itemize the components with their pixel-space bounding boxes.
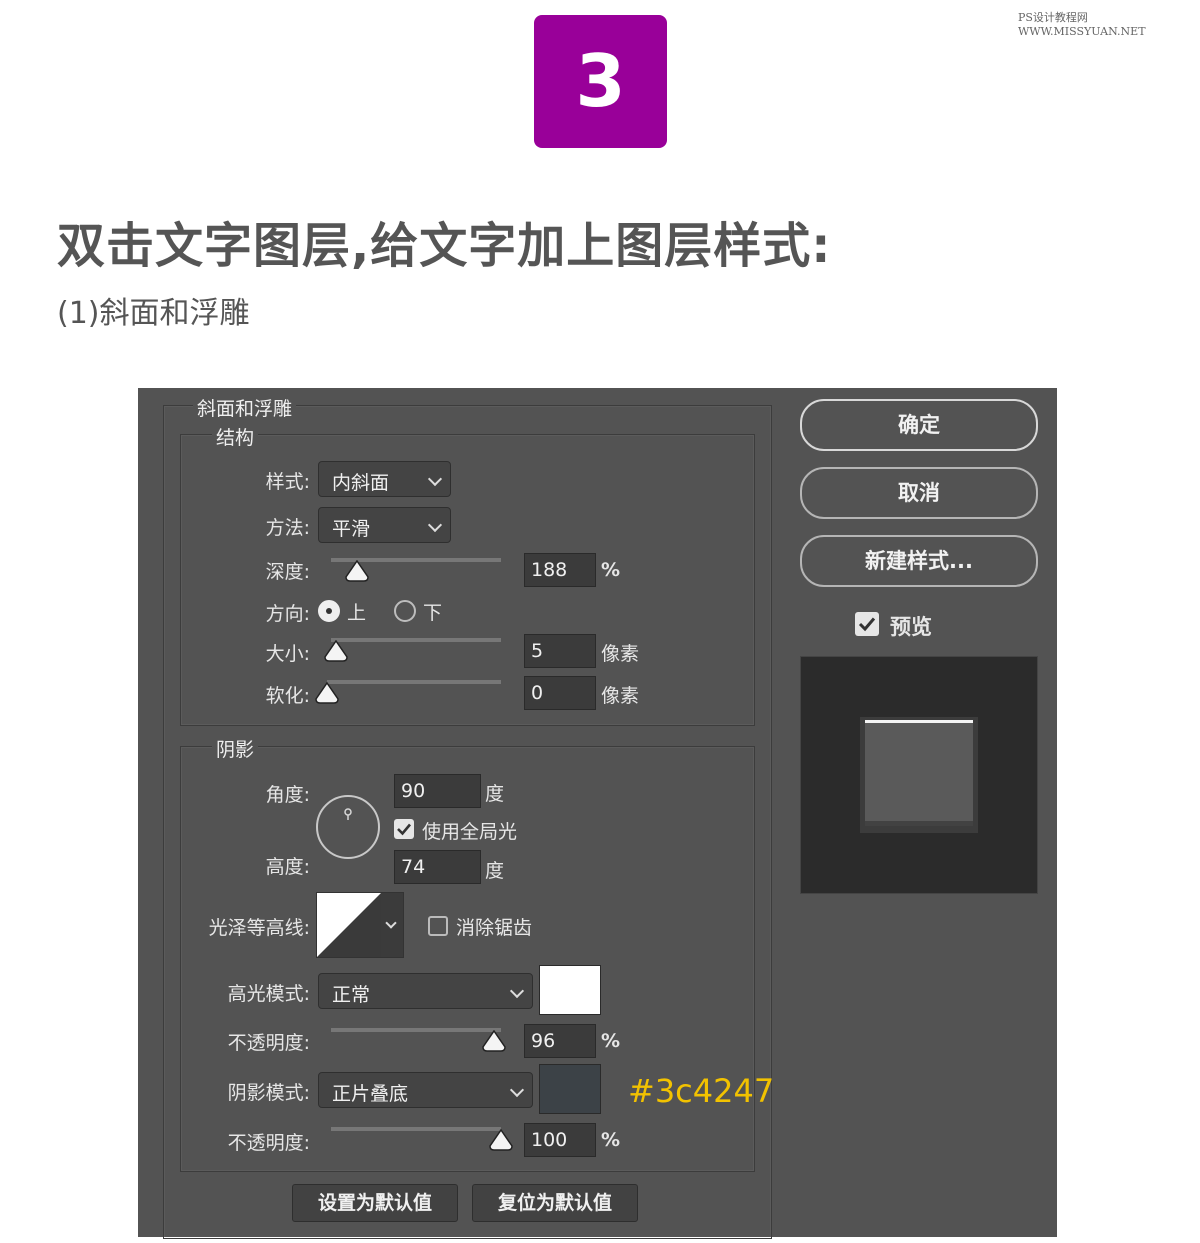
slider-thumb-icon [489, 1129, 513, 1151]
slider-thumb-icon [315, 682, 339, 704]
chevron-down-icon [427, 517, 443, 533]
slider-thumb-icon [344, 560, 369, 582]
angle-value: 90 [401, 780, 426, 802]
shadow-mode-value: 正片叠底 [332, 1083, 409, 1105]
direction-down-radio[interactable] [394, 600, 416, 622]
preview-checkbox[interactable] [855, 612, 879, 636]
highlight-opacity-input[interactable]: 96 [524, 1024, 596, 1058]
checkmark-icon [397, 823, 411, 836]
style-value: 内斜面 [332, 472, 390, 494]
shadow-opacity-label: 不透明度: [227, 1132, 310, 1154]
highlight-opacity-label: 不透明度: [227, 1032, 310, 1054]
contour-preview-icon [317, 893, 381, 957]
direction-up-label[interactable]: 上 [347, 602, 367, 624]
shadow-color-swatch[interactable] [539, 1064, 601, 1114]
shadow-mode-label: 阴影模式: [227, 1082, 310, 1104]
size-label: 大小: [265, 643, 310, 665]
soften-slider-track[interactable] [327, 680, 501, 684]
global-light-checkbox[interactable] [394, 819, 414, 839]
direction-down-label[interactable]: 下 [423, 602, 443, 624]
size-input[interactable]: 5 [524, 634, 596, 668]
chevron-down-icon [509, 1082, 525, 1098]
page-title: 双击文字图层,给文字加上图层样式: [57, 218, 832, 274]
slider-thumb-icon [482, 1030, 506, 1052]
global-light-label[interactable]: 使用全局光 [422, 821, 518, 843]
highlight-color-swatch[interactable] [539, 965, 601, 1015]
highlight-opacity-track[interactable] [331, 1028, 501, 1032]
cancel-button[interactable]: 取消 [800, 467, 1038, 519]
altitude-unit: 度 [485, 860, 505, 882]
slider-thumb-icon [324, 640, 348, 662]
preview-square [865, 720, 973, 826]
soften-input[interactable]: 0 [524, 676, 596, 710]
chevron-down-icon [385, 917, 397, 929]
chevron-down-icon [509, 983, 525, 999]
new-style-button[interactable]: 新建样式... [800, 535, 1038, 587]
size-unit: 像素 [601, 643, 640, 665]
angle-dial[interactable] [314, 793, 382, 861]
gloss-contour-label: 光泽等高线: [208, 917, 310, 939]
soften-value: 0 [531, 682, 544, 704]
shadow-opacity-track[interactable] [331, 1127, 501, 1131]
direction-label: 方向: [265, 603, 310, 625]
depth-slider-track[interactable] [331, 558, 501, 562]
highlight-mode-select[interactable]: 正常 [318, 973, 533, 1009]
style-preview [800, 656, 1038, 894]
watermark: PS设计教程网 WWW.MISSYUAN.NET [1018, 11, 1146, 38]
direction-up-radio[interactable] [318, 600, 340, 622]
depth-unit: % [601, 559, 621, 581]
structure-legend: 结构 [212, 423, 259, 450]
depth-value: 188 [531, 559, 568, 581]
layer-style-dialog: 斜面和浮雕 结构 样式: 内斜面 方法: 平滑 深度: 188 % 方向: 上 … [138, 388, 1057, 1239]
reset-default-button[interactable]: 复位为默认值 [472, 1184, 638, 1222]
make-default-button[interactable]: 设置为默认值 [292, 1184, 458, 1222]
anti-aliased-label[interactable]: 消除锯齿 [456, 917, 533, 939]
ok-button[interactable]: 确定 [800, 399, 1038, 451]
shadow-opacity-value: 100 [531, 1129, 568, 1151]
shadow-color-annotation: #3c4247 [628, 1072, 775, 1110]
section-subtitle: (1)斜面和浮雕 [57, 296, 250, 331]
depth-input[interactable]: 188 [524, 553, 596, 587]
soften-label: 软化: [265, 685, 310, 707]
preview-label[interactable]: 预览 [890, 615, 932, 639]
shading-group [180, 746, 755, 1172]
size-value: 5 [531, 640, 544, 662]
angle-input[interactable]: 90 [394, 774, 481, 808]
altitude-value: 74 [401, 856, 426, 878]
shading-legend: 阴影 [212, 735, 259, 762]
angle-label: 角度: [265, 784, 310, 806]
section-title: 斜面和浮雕 [193, 394, 297, 421]
shadow-opacity-input[interactable]: 100 [524, 1123, 596, 1157]
shadow-opacity-unit: % [601, 1129, 621, 1151]
shadow-mode-select[interactable]: 正片叠底 [318, 1072, 533, 1108]
chevron-down-icon [427, 471, 443, 487]
checkmark-icon [858, 617, 876, 632]
altitude-input[interactable]: 74 [394, 850, 481, 884]
highlight-mode-label: 高光模式: [227, 983, 310, 1005]
soften-unit: 像素 [601, 685, 640, 707]
technique-value: 平滑 [332, 518, 371, 540]
altitude-label: 高度: [265, 856, 310, 878]
anti-aliased-checkbox[interactable] [428, 916, 448, 936]
style-label: 样式: [265, 471, 310, 493]
step-number-badge: 3 [534, 15, 667, 148]
gloss-contour-picker[interactable] [316, 892, 404, 958]
style-select[interactable]: 内斜面 [318, 461, 451, 497]
highlight-opacity-value: 96 [531, 1030, 556, 1052]
technique-label: 方法: [265, 517, 310, 539]
bevel-emboss-group [163, 405, 772, 1239]
technique-select[interactable]: 平滑 [318, 507, 451, 543]
structure-group [180, 434, 755, 726]
angle-unit: 度 [485, 783, 505, 805]
depth-label: 深度: [265, 561, 310, 583]
highlight-opacity-unit: % [601, 1030, 621, 1052]
size-slider-track[interactable] [331, 638, 501, 642]
highlight-mode-value: 正常 [332, 984, 371, 1006]
